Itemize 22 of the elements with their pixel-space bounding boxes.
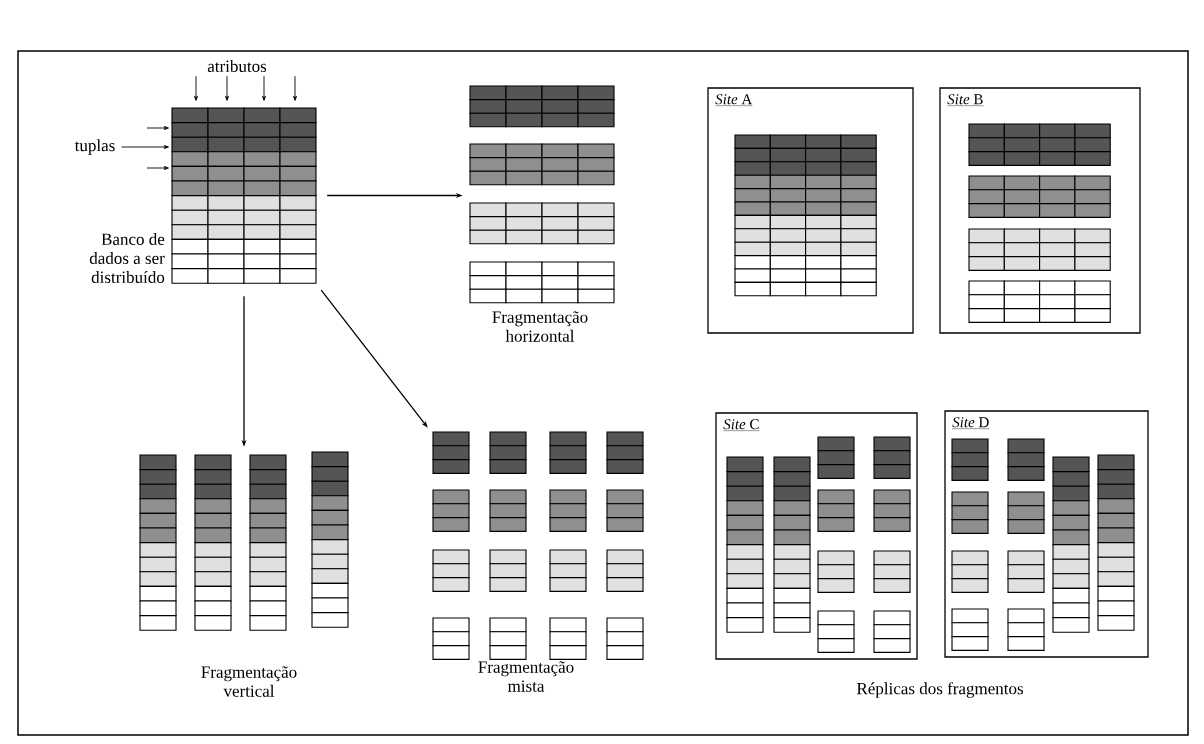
caption: Réplicas dos fragmentos bbox=[856, 682, 1023, 698]
site-box: Site A bbox=[707, 87, 914, 334]
arrow bbox=[146, 166, 169, 170]
node-label: Fragmentação vertical bbox=[201, 666, 297, 697]
table-drawing bbox=[139, 451, 349, 631]
site-box: Site B bbox=[939, 87, 1141, 334]
table-drawing bbox=[469, 85, 615, 304]
table-drawing bbox=[171, 107, 317, 284]
arrow bbox=[121, 145, 169, 149]
label-text: atributos bbox=[207, 60, 267, 72]
node-label: Fragmentação horizontal bbox=[492, 311, 588, 342]
node-label: Fragmentação mista bbox=[478, 661, 574, 692]
arrow bbox=[262, 75, 266, 101]
site-box: Site D bbox=[944, 410, 1149, 658]
label-text: tuplas bbox=[74, 139, 115, 155]
arrow bbox=[293, 75, 297, 101]
site-box: Site C bbox=[715, 412, 918, 660]
table-drawing bbox=[432, 431, 644, 660]
node-label: Banco de dados a ser distribuído bbox=[89, 233, 165, 283]
arrow bbox=[225, 75, 229, 101]
arrow bbox=[146, 126, 169, 130]
arrow bbox=[194, 75, 198, 101]
